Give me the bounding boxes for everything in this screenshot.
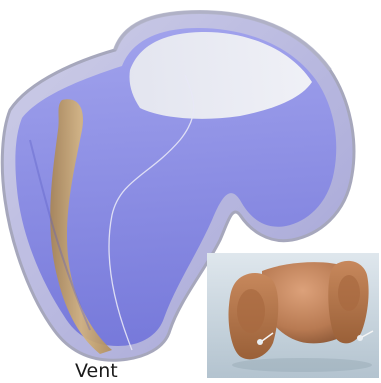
hearing-aid-shadow <box>232 358 372 372</box>
hearing-aid-right-face <box>338 275 360 311</box>
hearing-aid-photo <box>207 253 379 378</box>
hearing-aid-left-screw <box>257 339 263 345</box>
hearing-aid-photo-inset <box>207 253 379 378</box>
vent-label: Vent <box>75 360 118 382</box>
hearing-aid-right-screw <box>357 335 363 341</box>
hearing-aid-left-face <box>237 289 265 333</box>
